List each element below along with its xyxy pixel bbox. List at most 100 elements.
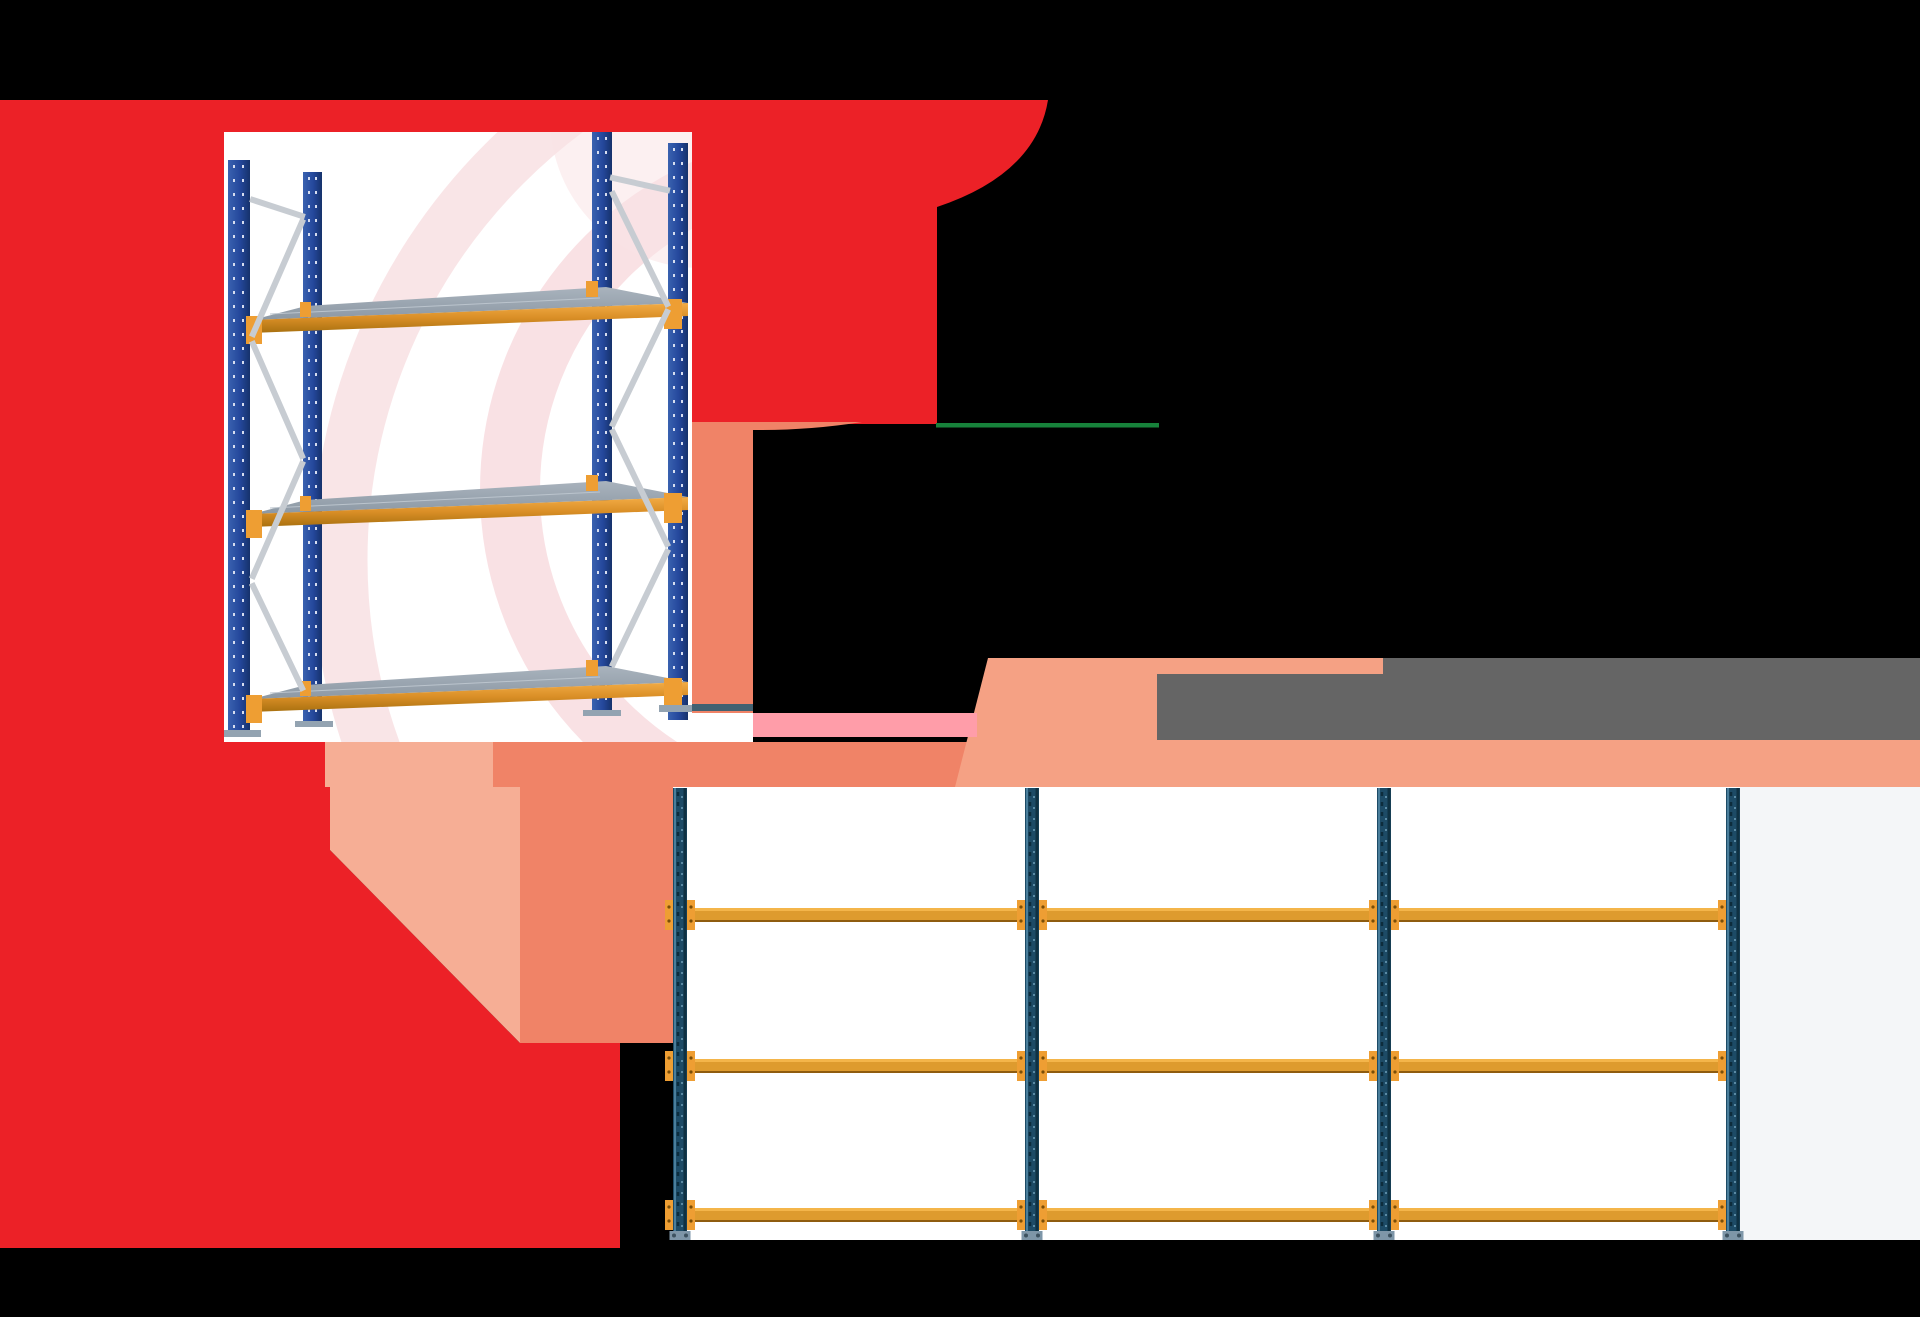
rack-backtab-1l bbox=[300, 302, 311, 317]
caption-redacted-block bbox=[1157, 658, 1920, 740]
upright-baseplate-2 bbox=[1021, 1231, 1043, 1240]
connector-bolt bbox=[667, 1219, 671, 1223]
baseplate-bolt bbox=[1024, 1233, 1028, 1238]
baseplate-bolt bbox=[1725, 1233, 1729, 1238]
connector-bolt bbox=[1393, 1056, 1397, 1060]
beam-level-2 bbox=[680, 1059, 1733, 1073]
baseplate-bolt bbox=[1737, 1233, 1741, 1238]
baseplate-bolt bbox=[1036, 1233, 1040, 1238]
beam-level-1 bbox=[680, 908, 1733, 922]
connector-bolt bbox=[689, 1056, 693, 1060]
beam-connector-right bbox=[687, 1051, 695, 1081]
product-card bbox=[224, 132, 692, 742]
racking-backdrop bbox=[673, 787, 1920, 1240]
caption-highlight bbox=[752, 713, 977, 737]
connector-bolt bbox=[1720, 905, 1724, 909]
connector-bolt bbox=[1720, 1070, 1724, 1074]
connector-bolt bbox=[667, 905, 671, 909]
connector-bolt bbox=[1371, 919, 1375, 923]
red-blob-bottom-finger bbox=[520, 1043, 620, 1248]
connector-bolt bbox=[689, 1070, 693, 1074]
rack-bracing bbox=[248, 174, 672, 693]
rack-connector-2l bbox=[246, 510, 262, 538]
upright-baseplate-4 bbox=[1722, 1231, 1744, 1240]
deck-streak bbox=[269, 491, 601, 509]
rack-backtab-2r bbox=[586, 475, 598, 491]
connector-bolt bbox=[1371, 1056, 1375, 1060]
connector-bolt bbox=[1393, 919, 1397, 923]
beam-connector-left bbox=[1718, 900, 1726, 930]
decor-ring-outer bbox=[312, 132, 584, 742]
deck-streak bbox=[269, 297, 601, 315]
rack-deck-1 bbox=[252, 287, 688, 320]
rack-baseplate-front-right bbox=[659, 705, 692, 712]
connector-bolt bbox=[1041, 1056, 1045, 1060]
beam-connector-left bbox=[665, 1051, 673, 1081]
single-bay-rack bbox=[224, 132, 692, 737]
deck-streak bbox=[269, 676, 601, 694]
beam-connector-left bbox=[665, 1200, 673, 1230]
connector-bolt bbox=[1019, 1070, 1023, 1074]
beam-connector-left bbox=[1017, 900, 1025, 930]
baseplate-bolt bbox=[672, 1233, 676, 1238]
beam-connector-right bbox=[1391, 1051, 1399, 1081]
baseplate-bolt bbox=[684, 1233, 688, 1238]
swoosh-band-light bbox=[325, 742, 493, 787]
swoosh-band-mid bbox=[493, 742, 983, 787]
rack-shadow-extension bbox=[692, 704, 753, 711]
rack-backtab-2l bbox=[300, 496, 311, 511]
decor-blob bbox=[550, 132, 692, 268]
beam-connector-left bbox=[665, 900, 673, 930]
rack-deck-2 bbox=[252, 481, 688, 514]
rack-baseplate-front-left bbox=[224, 730, 261, 737]
rack-shelf-level-3 bbox=[246, 660, 688, 723]
rack-connector-2r bbox=[664, 493, 682, 523]
headline-underline bbox=[936, 423, 1159, 428]
connector-bolt bbox=[667, 1056, 671, 1060]
beam-connector-left bbox=[1369, 900, 1377, 930]
connector-bolt bbox=[1371, 1070, 1375, 1074]
connector-bolt bbox=[1720, 919, 1724, 923]
red-blob-rounded-corner bbox=[937, 100, 1048, 207]
caption-redacted-right bbox=[1383, 658, 1920, 740]
connector-bolt bbox=[1041, 1070, 1045, 1074]
connector-bolt bbox=[1019, 905, 1023, 909]
rack-post-back-right bbox=[592, 132, 612, 712]
racking-offwhite-panel bbox=[1740, 787, 1920, 1240]
beam-connector-right bbox=[1039, 1051, 1047, 1081]
rack-shelf-level-2 bbox=[246, 475, 688, 538]
rack-backtab-1r bbox=[586, 281, 598, 297]
connector-bolt bbox=[1019, 1056, 1023, 1060]
rack-beam-3 bbox=[252, 682, 688, 712]
connector-bolt bbox=[1019, 1205, 1023, 1209]
rack-post-front-right bbox=[668, 143, 688, 720]
swoosh-arm bbox=[692, 422, 862, 713]
connector-bolt bbox=[1720, 1205, 1724, 1209]
connector-bolt bbox=[689, 905, 693, 909]
beam-connector-left bbox=[1369, 1051, 1377, 1081]
beam-connector-right bbox=[1391, 900, 1399, 930]
rack-baseplate-back-right bbox=[583, 710, 621, 716]
rack-post-holes bbox=[233, 137, 683, 730]
connector-bolt bbox=[1393, 905, 1397, 909]
racking-run-illustration bbox=[665, 788, 1744, 1240]
rack-connector-3r bbox=[664, 678, 682, 708]
beam-connector-right bbox=[1039, 1200, 1047, 1230]
beam-level-3 bbox=[680, 1208, 1733, 1222]
rack-feet bbox=[224, 705, 692, 737]
beam-top-highlight bbox=[680, 908, 1733, 911]
beam-connector-right bbox=[687, 1200, 695, 1230]
connector-bolt bbox=[1019, 1219, 1023, 1223]
beam-connector-right bbox=[687, 900, 695, 930]
red-blob-bottom-diagonal bbox=[330, 850, 520, 1248]
swoosh-left-of-racking bbox=[520, 787, 673, 1043]
rack-post-front-left bbox=[228, 160, 250, 732]
rack-baseplate-back-left bbox=[295, 721, 333, 727]
connector-bolt bbox=[689, 919, 693, 923]
beam-connector-left bbox=[1017, 1200, 1025, 1230]
beam-top-highlight bbox=[680, 1208, 1733, 1211]
connector-bolt bbox=[1720, 1056, 1724, 1060]
connector-bolt bbox=[689, 1219, 693, 1223]
connector-bolt bbox=[667, 1070, 671, 1074]
